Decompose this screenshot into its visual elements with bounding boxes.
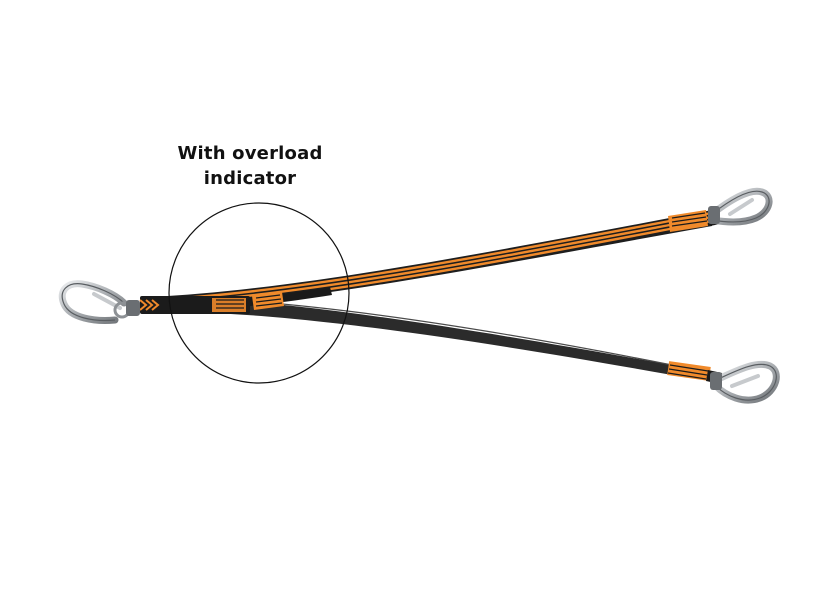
junction-stitching (139, 292, 284, 314)
carabiner-icon (708, 187, 773, 226)
overload-indicator-label: With overload indicator (150, 141, 350, 191)
carabiner-icon (710, 361, 780, 404)
callout-line-1: With overload (177, 143, 323, 164)
black-webbing-leg (150, 297, 672, 375)
overload-indicator-circle (168, 202, 350, 384)
callout-line-2: indicator (203, 168, 297, 189)
carabiner-icon (58, 280, 140, 324)
orange-webbing-leg (149, 210, 713, 311)
